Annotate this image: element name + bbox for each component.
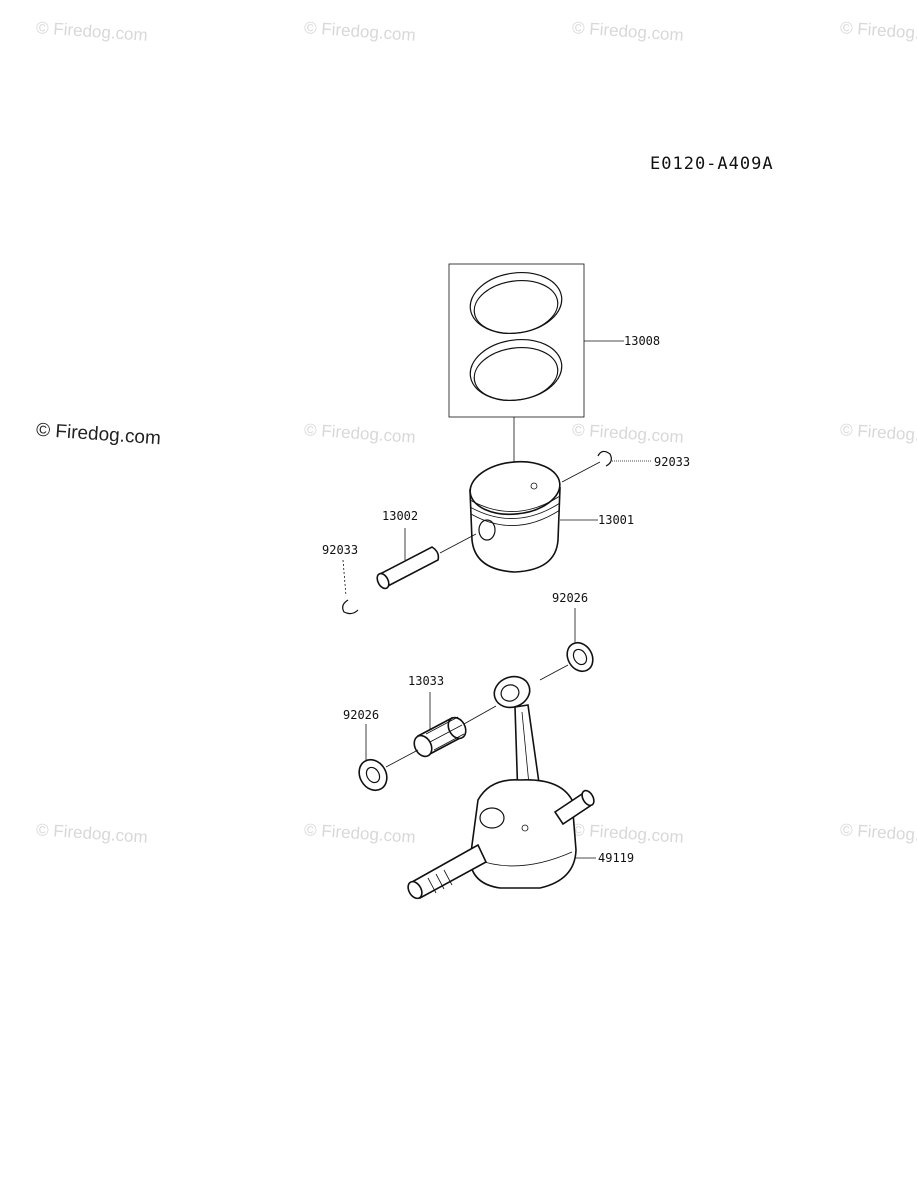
piston[interactable] [468,457,598,573]
oil-seal-left[interactable] [354,724,419,795]
piston-pin[interactable] [375,528,477,590]
part-label-circlip-right: 92033 [654,455,690,469]
part-label-oil-seal-left: 92026 [343,708,379,722]
needle-bearing[interactable] [411,692,497,759]
part-label-piston-pin: 13002 [382,509,418,523]
part-label-circlip-left: 92033 [322,543,358,557]
ring-set-frame [448,263,585,418]
diagram-code: E0120-A409A [650,154,774,174]
circlip-right[interactable] [561,450,652,483]
part-label-piston-ring-set: 13008 [624,334,660,348]
oil-seal-right[interactable] [539,608,598,681]
piston-ring-set[interactable] [448,263,624,418]
circlip-left[interactable] [342,559,359,615]
part-label-crankshaft: 49119 [598,851,634,865]
part-label-piston: 13001 [598,513,634,527]
part-label-needle-bearing: 13033 [408,674,444,688]
crankshaft-assembly[interactable] [405,672,596,901]
part-label-oil-seal-right: 92026 [552,591,588,605]
